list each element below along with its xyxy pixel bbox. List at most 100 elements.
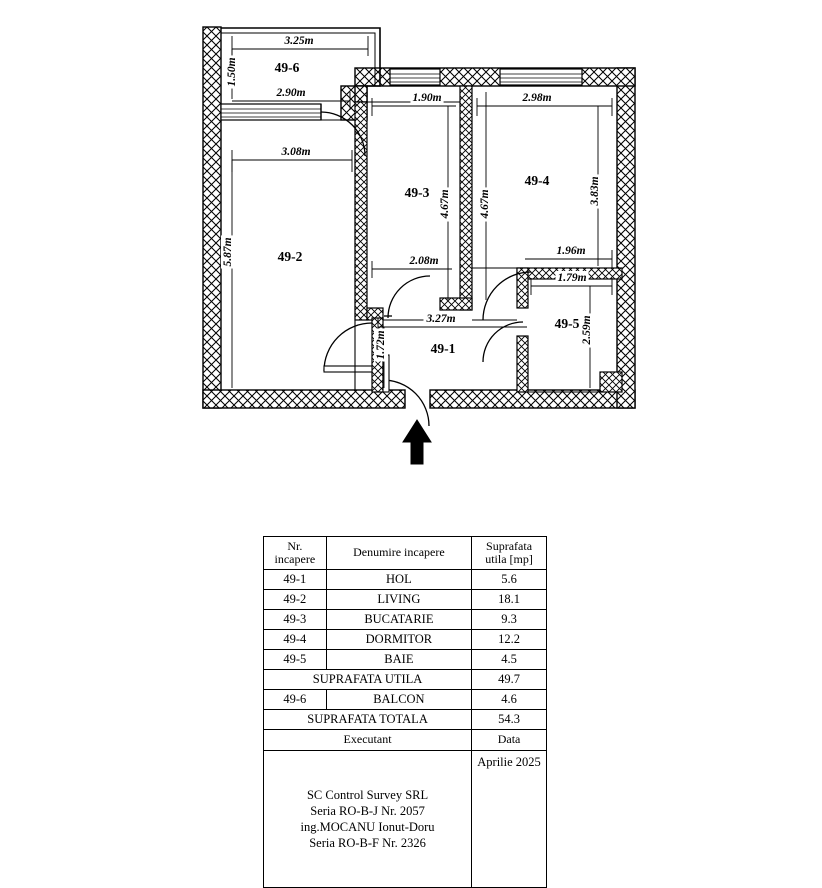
dimension-label: 2.90m xyxy=(275,87,305,99)
dimension-label: 1.90m xyxy=(412,92,441,104)
door-bedroom xyxy=(482,271,532,321)
door-kitchen xyxy=(384,275,431,319)
subtotal-area: 49.7 xyxy=(471,669,547,690)
floor-plan-drawing: 49-6 49-2 49-3 49-4 49-1 49-5 3.25m 1.50m 2.90m… xyxy=(202,26,636,465)
row-area: 18.1 xyxy=(471,589,547,610)
dimension-label: 2.59m xyxy=(581,315,593,345)
room-label-group: 49-6 49-2 49-3 49-4 49-1 49-5 xyxy=(275,60,580,356)
header-nr-line2: incapere xyxy=(274,552,316,566)
window-kitchen xyxy=(389,68,441,86)
room-label-49-3: 49-3 xyxy=(405,185,430,200)
dimension-label: 1.50m xyxy=(226,57,238,86)
room-label-49-2: 49-2 xyxy=(278,249,303,264)
dimension-label-group: 3.25m 1.50m 2.90m 3.08m 5.87m 1.90m 4.67m 4.67m… xyxy=(221,34,602,362)
header-area-line1: Suprafata xyxy=(486,538,533,553)
dimension-label-backdrop xyxy=(580,313,594,348)
row-area: 4.6 xyxy=(471,689,547,710)
dimension-label-backdrop xyxy=(281,34,316,48)
executant-line: ing.MOCANU Ionut-Doru xyxy=(300,820,435,834)
row-name: DORMITOR xyxy=(325,629,473,650)
executant-block: SC Control Survey SRL Seria RO-B-J Nr. 2… xyxy=(262,750,473,888)
header-nr-line1: Nr. xyxy=(287,538,303,553)
header-nr-incapere: Nr. incapere xyxy=(263,536,327,570)
executant-label: Executant xyxy=(262,729,473,751)
dimension-label-backdrop xyxy=(438,187,452,222)
dimension-label: 1.72m xyxy=(375,330,387,359)
area-table: Nr. incapere Denumire incapere Suprafata… xyxy=(262,536,547,888)
dimension-label: 4.67m xyxy=(479,189,491,219)
dimension-label-backdrop xyxy=(410,91,444,105)
total-area: 54.3 xyxy=(471,709,547,730)
dimension-label-backdrop xyxy=(423,312,458,326)
dimension-label: 3.27m xyxy=(425,313,455,325)
total-row: SUPRAFATA TOTALA 54.3 xyxy=(262,709,547,730)
row-area: 4.5 xyxy=(471,649,547,670)
header-suprafata-utila: Suprafata utila [mp] xyxy=(471,536,547,570)
data-label: Data xyxy=(471,729,547,751)
window-balcony-living xyxy=(220,103,322,121)
dimension-label: 4.67m xyxy=(439,189,451,219)
table-row: 49-5 BAIE 4.5 xyxy=(263,649,547,670)
dimension-label-backdrop xyxy=(519,91,554,105)
dimension-label: 3.25m xyxy=(283,35,313,47)
dimension-label: 3.08m xyxy=(280,146,310,158)
row-name: BALCON xyxy=(325,689,473,710)
dimension-label: 5.87m xyxy=(222,237,234,266)
dimension-label: 1.96m xyxy=(556,245,585,257)
table-row: 49-2 LIVING 18.1 xyxy=(263,589,547,610)
room-label-49-6: 49-6 xyxy=(275,60,300,75)
row-area: 9.3 xyxy=(471,609,547,630)
dimension-label-backdrop xyxy=(478,187,492,222)
row-nr: 49-4 xyxy=(263,629,327,650)
dimension-label: 2.98m xyxy=(521,92,551,104)
dimension-label-backdrop xyxy=(221,235,235,269)
dimension-label: 1.79m xyxy=(557,272,586,284)
date-value: Aprilie 2025 xyxy=(471,750,547,888)
header-area-line2: utila [mp] xyxy=(485,552,533,566)
row-nr: 49-3 xyxy=(263,609,327,630)
room-label-49-5: 49-5 xyxy=(555,316,580,331)
row-area: 5.6 xyxy=(471,569,547,590)
entrance-arrow-icon xyxy=(402,419,432,465)
subtotal-label: SUPRAFATA UTILA xyxy=(262,669,473,690)
row-name: LIVING xyxy=(325,589,473,610)
dimension-label-backdrop xyxy=(554,244,588,258)
room-label-49-4: 49-4 xyxy=(525,173,550,188)
dimension-label: 2.08m xyxy=(408,255,438,267)
balcony-row: 49-6 BALCON 4.6 xyxy=(263,689,547,710)
row-nr: 49-1 xyxy=(263,569,327,590)
door-bathroom xyxy=(482,321,524,363)
floor-plan-svg: 49-6 49-2 49-3 49-4 49-1 49-5 3.25m 1.50m 2.90m… xyxy=(202,26,636,465)
table-row: 49-3 BUCATARIE 9.3 xyxy=(263,609,547,630)
door-balcony xyxy=(320,104,366,157)
door-living xyxy=(323,322,373,373)
row-name: BAIE xyxy=(325,649,473,670)
room-label-49-1: 49-1 xyxy=(431,341,456,356)
dimension-label-backdrop xyxy=(225,55,239,89)
header-denumire-incapere: Denumire incapere xyxy=(325,536,473,570)
total-label: SUPRAFATA TOTALA xyxy=(262,709,473,730)
subtotal-row: SUPRAFATA UTILA 49.7 xyxy=(262,669,547,690)
row-name: HOL xyxy=(325,569,473,590)
footer-body-row: SC Control Survey SRL Seria RO-B-J Nr. 2… xyxy=(262,750,547,888)
footer-header-row: Executant Data xyxy=(262,729,547,751)
row-area: 12.2 xyxy=(471,629,547,650)
dimension-label-backdrop xyxy=(406,254,441,268)
row-nr: 49-2 xyxy=(263,589,327,610)
area-table-container: Nr. incapere Denumire incapere Suprafata… xyxy=(262,536,547,888)
table-header-row: Nr. incapere Denumire incapere Suprafata… xyxy=(263,536,547,570)
row-name: BUCATARIE xyxy=(325,609,473,630)
dimension-label-backdrop xyxy=(273,86,308,100)
executant-line: SC Control Survey SRL xyxy=(306,788,429,802)
executant-line: Seria RO-B-F Nr. 2326 xyxy=(309,836,426,850)
window-bedroom xyxy=(499,68,583,86)
table-row: 49-4 DORMITOR 12.2 xyxy=(263,629,547,650)
table-row: 49-1 HOL 5.6 xyxy=(263,569,547,590)
dimension-lines xyxy=(231,36,613,388)
row-nr: 49-5 xyxy=(263,649,327,670)
dimension-label-backdrop xyxy=(374,328,388,362)
balcony-outline xyxy=(221,27,381,87)
executant-line: Seria RO-B-J Nr. 2057 xyxy=(310,804,425,818)
dimension-label-backdrop xyxy=(278,145,313,159)
room-outlines xyxy=(221,85,617,393)
